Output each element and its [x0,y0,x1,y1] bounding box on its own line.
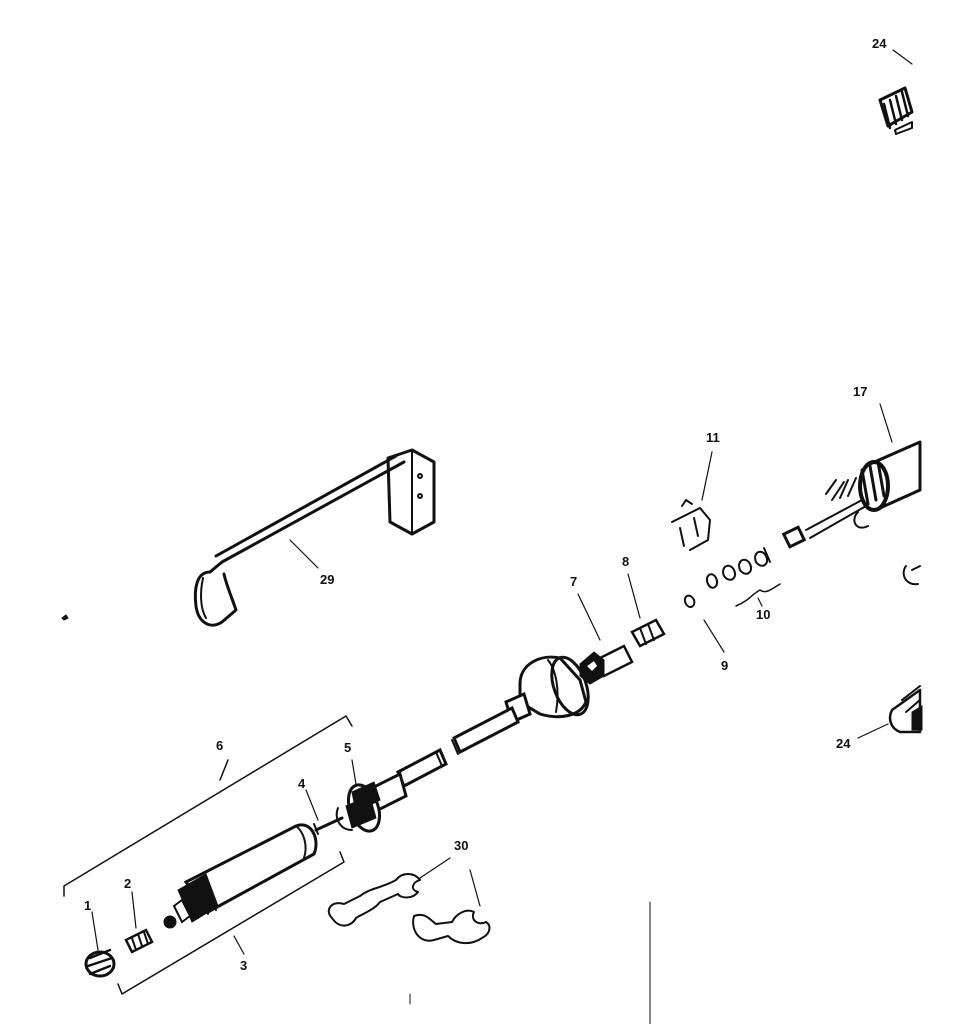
leader-8 [627,573,641,619]
label-24-bottom: 24 [836,736,851,751]
part-6-assembly-bracket [63,715,353,897]
part-30-wrenches [327,873,491,944]
part-housing-bell [451,655,590,755]
leader-7 [577,593,601,641]
label-29: 29 [320,572,334,587]
leader-2 [131,891,137,929]
part-8-pin [630,618,666,648]
label-5: 5 [344,740,351,755]
part-11-clip [671,499,711,551]
label-9: 9 [721,658,728,673]
part-5-joint [335,747,448,833]
label-2: 2 [124,876,131,891]
part-4-rod [313,816,344,835]
leader-9 [703,619,725,653]
part-2-pin [124,928,154,954]
leader-29 [289,539,319,569]
leader-4 [305,789,319,821]
label-3: 3 [240,958,247,973]
label-6: 6 [216,738,223,753]
part-3-cylinder [163,823,318,929]
part-24-top-bushing [878,86,914,135]
label-4: 4 [298,776,306,791]
leader-24-bottom [857,723,889,739]
leader-5 [351,759,357,785]
part-7-nut [579,644,634,685]
label-1: 1 [84,898,91,913]
part-17-shaft [781,440,922,586]
leader-24-top [892,49,913,65]
leader-3 [233,935,245,955]
part-3-bracket-line [117,851,345,995]
part-10-washers [706,547,781,607]
label-8: 8 [622,554,629,569]
label-10: 10 [756,607,770,622]
leader-17 [879,403,893,443]
leader-11 [701,451,713,501]
part-1-cap [84,948,116,978]
label-7: 7 [570,574,577,589]
leader-10 [757,597,763,607]
leader-1 [91,911,99,951]
label-11: 11 [706,430,720,445]
speck-mark [61,614,69,621]
label-24-top: 24 [872,36,887,51]
label-17: 17 [853,384,867,399]
leader-30 [419,857,481,907]
part-24-bottom-bushing [888,685,923,734]
label-30: 30 [454,838,468,853]
part-29-bracket [193,448,436,627]
part-9-washer [684,594,696,608]
